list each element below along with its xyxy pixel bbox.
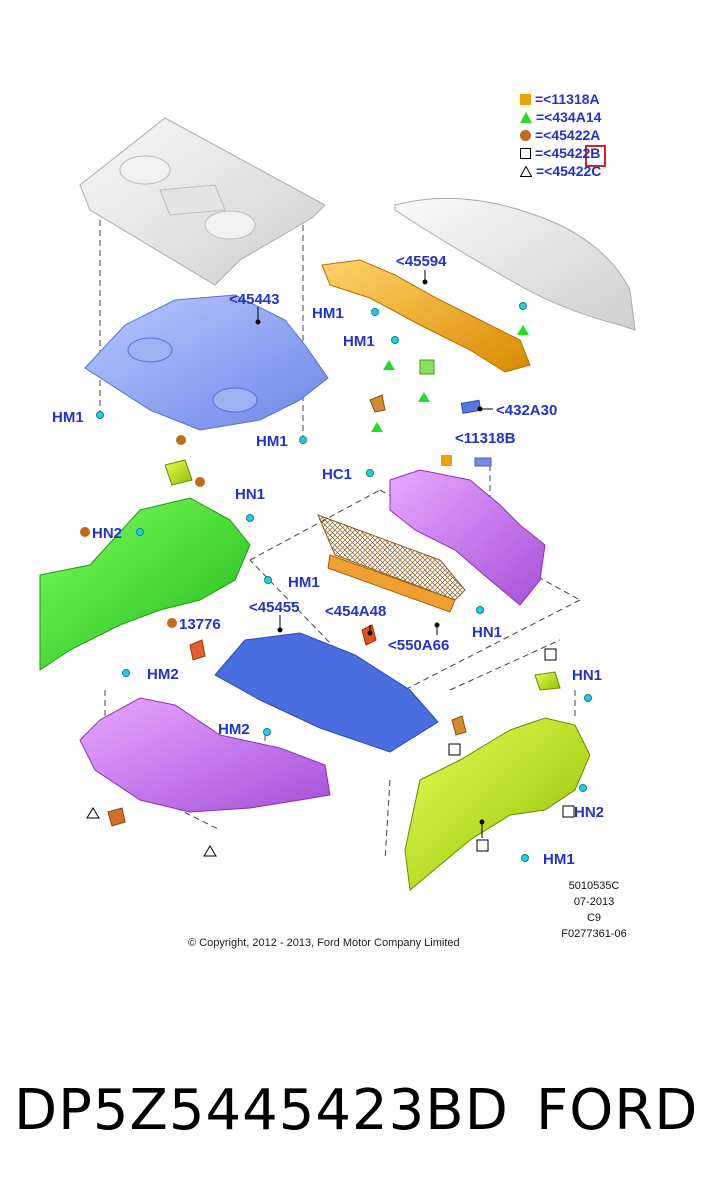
label-hm1: HM1 [52,409,84,426]
green-side-trim-left [39,459,251,671]
legend-item: =<434A14 [520,110,601,124]
drawing-reference: F0277361-06 [561,928,627,940]
legend-item: =<45422C [520,164,601,178]
label-hn2: HN2 [92,525,123,542]
label-45455: <45455 [249,599,300,616]
label-hm1: HM1 [543,851,575,868]
leader-lines [255,270,493,838]
orange-square-icon [520,94,531,105]
cargo-net-550A66 [317,514,466,613]
floor-mat-45455 [214,632,439,753]
drawing-revision: C9 [586,912,602,924]
legend-item: =<11318A [520,92,600,106]
legend-text: =<45422C [536,163,602,179]
label-hc1: HC1 [322,466,353,483]
label-hn1: HN1 [472,624,503,641]
small-fasteners [107,359,492,827]
rear-shelf-panel [79,117,326,286]
copyright-notice: © Copyright, 2012 - 2013, Ford Motor Com… [188,937,460,949]
drawing-date: 07-2013 [573,896,615,908]
label-hm1: HM1 [256,433,288,450]
legend-item: =<45422A [520,128,600,142]
label-hn1: HN1 [572,667,603,684]
label-hm1: HM1 [343,333,375,350]
legend-text: =<11318A [535,91,600,107]
label-hm1: HM1 [288,574,320,591]
label-11318B: <11318B [455,430,516,447]
purple-side-trim-right [389,469,546,606]
reference-symbols [80,325,575,857]
label-454A48: <454A48 [325,603,387,620]
legend-text: =<45422B [535,145,601,161]
purple-load-floor [79,697,331,813]
label-hn2: HN2 [574,804,605,821]
white-triangle-icon [520,166,532,177]
label-hm2: HM2 [147,666,179,683]
label-hm2: HM2 [218,721,250,738]
green-triangle-icon [520,112,532,123]
clip-markers [96,302,592,862]
label-45594: <45594 [396,253,447,270]
brown-circle-icon [520,130,531,141]
drawing-code: 5010535C [568,880,620,892]
highlight-box [585,145,606,167]
legend-item: =<45422B [520,146,600,160]
legend-text: =<434A14 [536,109,602,125]
label-hm1: HM1 [312,305,344,322]
orange-reinforcement-45594 [321,259,531,373]
label-45443: <45443 [229,291,280,308]
white-square-icon [520,148,531,159]
legend-text: =<45422A [535,127,601,143]
package-tray-trim [394,197,636,331]
label-432A30: <432A30 [496,402,558,419]
label-13776: 13776 [179,616,221,633]
exploded-parts-diagram [39,117,636,891]
part-number: DP5Z5445423BD [14,1078,509,1143]
label-550A66: <550A66 [388,637,450,654]
brand-name: FORD [536,1078,699,1143]
label-hn1: HN1 [235,486,266,503]
lime-side-trim-right [404,671,591,891]
blue-shelf-45443 [84,294,329,431]
